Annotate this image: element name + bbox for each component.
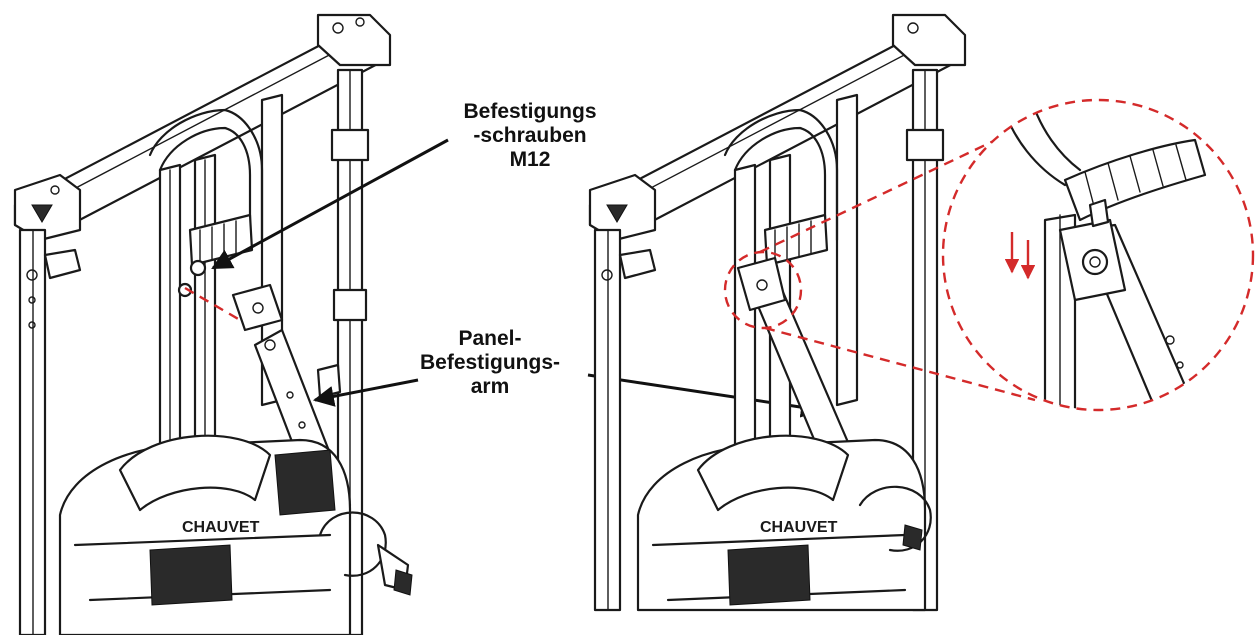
detail-callout-circle — [723, 250, 803, 330]
label-arm-line-1: Panel- — [458, 327, 522, 350]
heat-sink-fins-right — [274, 449, 336, 516]
right-frame-illustration: CHAUVET — [588, 13, 967, 612]
pipe-clamp — [318, 511, 387, 577]
mounting-bolt — [189, 259, 207, 277]
label-arm-line-3: arm — [470, 375, 510, 398]
zoom-circle-outline — [941, 98, 1255, 412]
label-bolts-line-1: Befestigungs — [463, 100, 597, 123]
label-arm-line-2: Befestigungs- — [419, 351, 560, 374]
leader-arrow-arm-left — [312, 378, 419, 407]
label-mounting-bolts: Befestigungs -schrauben M12 — [440, 100, 620, 172]
left-frame-illustration: CHAUVET — [13, 13, 413, 637]
label-bolts-line-3: M12 — [509, 148, 551, 171]
label-bolts-line-2: -schrauben — [473, 124, 587, 147]
label-panel-mounting-arm: Panel- Befestigungs- arm — [395, 327, 585, 399]
zoom-handle-grip — [1063, 138, 1207, 222]
leader-arrow-bolts — [211, 138, 449, 270]
logo-mark: CHAUVET — [182, 519, 260, 536]
svg-text:CHAUVET: CHAUVET — [760, 519, 838, 536]
corner-block-top-right — [316, 13, 392, 67]
arm-bracket-plate — [231, 283, 284, 332]
zoom-detail — [943, 100, 1253, 410]
zoom-connector-bottom — [764, 326, 1036, 402]
carry-handle — [148, 108, 264, 242]
alignment-guide-left — [184, 286, 241, 322]
panel-handle — [118, 434, 272, 512]
heat-sink-fins-front — [149, 544, 233, 606]
zoom-connector-top — [759, 136, 1001, 254]
